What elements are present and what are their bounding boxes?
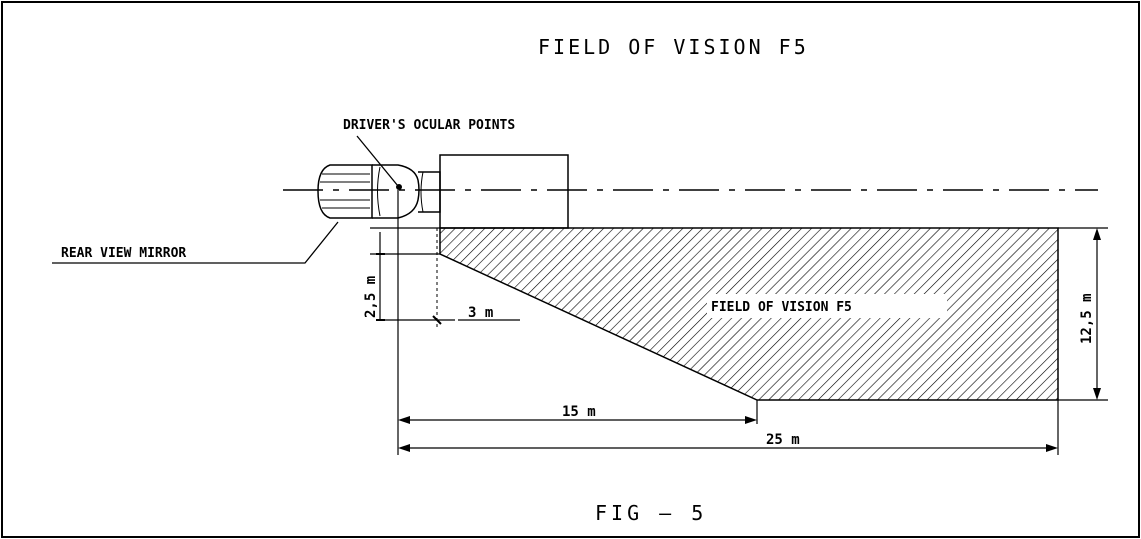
dim-label-3m: 3 m [468,305,493,321]
ocular-points-label: DRIVER'S OCULAR POINTS [343,118,515,133]
dimension-15m: 15 m [398,400,758,424]
dimension-3m: 3 m [380,305,520,325]
field-area-label: FIELD OF VISION F5 [711,300,852,315]
diagram-title: FIELD OF VISION F5 [538,35,809,59]
vehicle-cab-icon [317,164,441,219]
vehicle-body [439,154,569,229]
dimension-12-5m: 12,5 m [1058,227,1108,401]
mirror-leader-line [52,221,339,264]
figure-caption: FIG — 5 [595,501,707,525]
dim-label-12-5m: 12,5 m [1079,293,1095,344]
dimension-25m: 25 m [398,400,1059,455]
dim-label-25m: 25 m [766,432,800,448]
field-label-background [707,294,947,318]
dim-label-2-5m: 2,5 m [363,276,379,318]
ocular-leader-line [356,135,399,187]
dim-label-15m: 15 m [562,404,596,420]
dimension-2-5m: 2,5 m [363,232,440,321]
mirror-label: REAR VIEW MIRROR [61,246,186,261]
